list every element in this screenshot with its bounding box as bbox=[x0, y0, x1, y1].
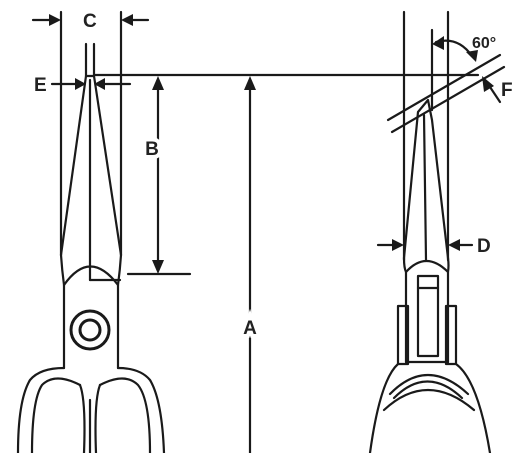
label-b: B bbox=[145, 139, 159, 160]
front-view-plier bbox=[16, 10, 166, 453]
side-box-left bbox=[396, 304, 410, 366]
c-arrow-right-head bbox=[121, 14, 133, 26]
label-d: D bbox=[477, 236, 491, 257]
side-head-cap bbox=[402, 256, 450, 274]
label-c: C bbox=[83, 11, 97, 32]
b-arrow-top bbox=[152, 76, 164, 90]
angle-arc-arrow-right bbox=[466, 50, 478, 62]
pivot-inner-circle bbox=[78, 318, 102, 342]
f-arrow-head bbox=[482, 76, 494, 92]
side-view-plier bbox=[368, 10, 506, 453]
handle-groove-right bbox=[94, 383, 102, 453]
angle-arc-arrow-left bbox=[432, 36, 444, 50]
f-line-upper bbox=[386, 53, 502, 122]
pivot-outer-circle bbox=[69, 309, 111, 351]
handle-right bbox=[116, 366, 166, 453]
side-jaw-outline bbox=[402, 98, 450, 260]
head-cap bbox=[62, 265, 120, 287]
d-arrow-right-head bbox=[448, 239, 460, 251]
b-arrow-bottom bbox=[152, 260, 164, 274]
c-arrow-left-head bbox=[49, 14, 61, 26]
d-arrow-left-head bbox=[392, 239, 404, 251]
side-box-right bbox=[444, 304, 458, 366]
f-line-lower bbox=[390, 65, 506, 134]
label-e: E bbox=[34, 75, 47, 96]
side-handle-band-bottom bbox=[382, 389, 476, 412]
side-jaw-center bbox=[422, 113, 428, 262]
side-head-sides bbox=[404, 270, 450, 364]
e-arrow-head-left bbox=[75, 78, 86, 90]
handle-left bbox=[16, 366, 66, 453]
side-handle-band-top bbox=[388, 373, 470, 396]
e-arrow-head-right bbox=[94, 78, 105, 90]
side-head-slot bbox=[416, 274, 440, 358]
dimension-a bbox=[244, 76, 256, 453]
handle-inner-left bbox=[30, 377, 82, 453]
label-f: F bbox=[501, 80, 513, 101]
side-handle-outer bbox=[368, 362, 492, 453]
label-angle: 60° bbox=[472, 35, 496, 52]
label-a: A bbox=[243, 318, 257, 339]
handle-groove-left bbox=[78, 383, 86, 453]
dimension-b bbox=[126, 76, 192, 276]
side-handle-band-mid bbox=[392, 380, 464, 400]
a-arrow-top bbox=[244, 76, 256, 90]
handle-inner-right bbox=[98, 377, 152, 453]
jaw-outline bbox=[59, 74, 123, 257]
